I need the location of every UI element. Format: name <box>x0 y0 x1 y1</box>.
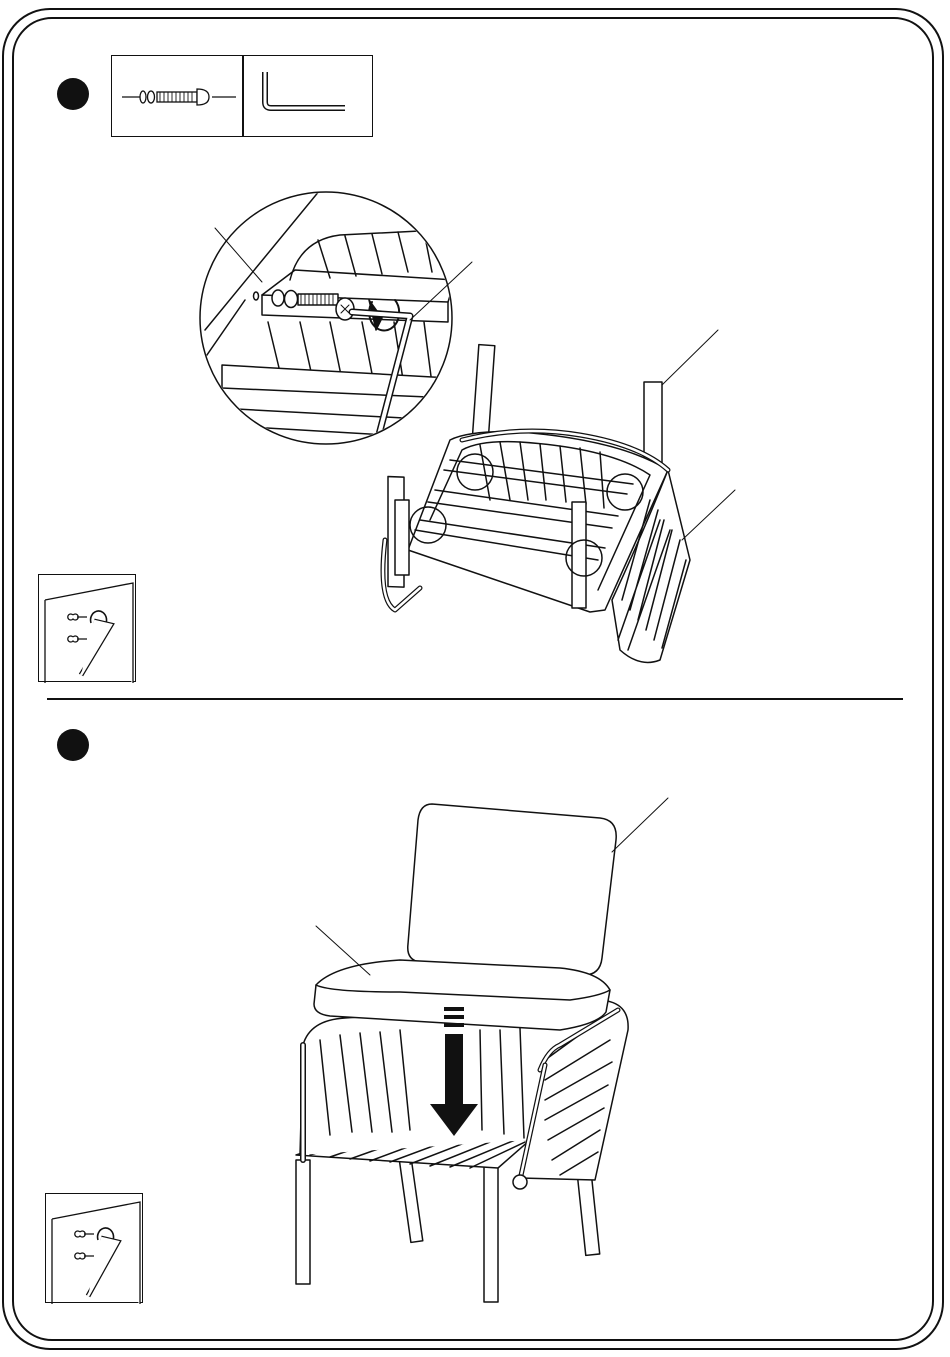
step-2-tool-hint <box>45 1193 143 1303</box>
back-cushion <box>408 804 616 975</box>
bolt-and-allen-key-hint-icon <box>46 1194 144 1304</box>
front-right-leg <box>484 1166 498 1302</box>
front-left-leg <box>296 1160 310 1284</box>
